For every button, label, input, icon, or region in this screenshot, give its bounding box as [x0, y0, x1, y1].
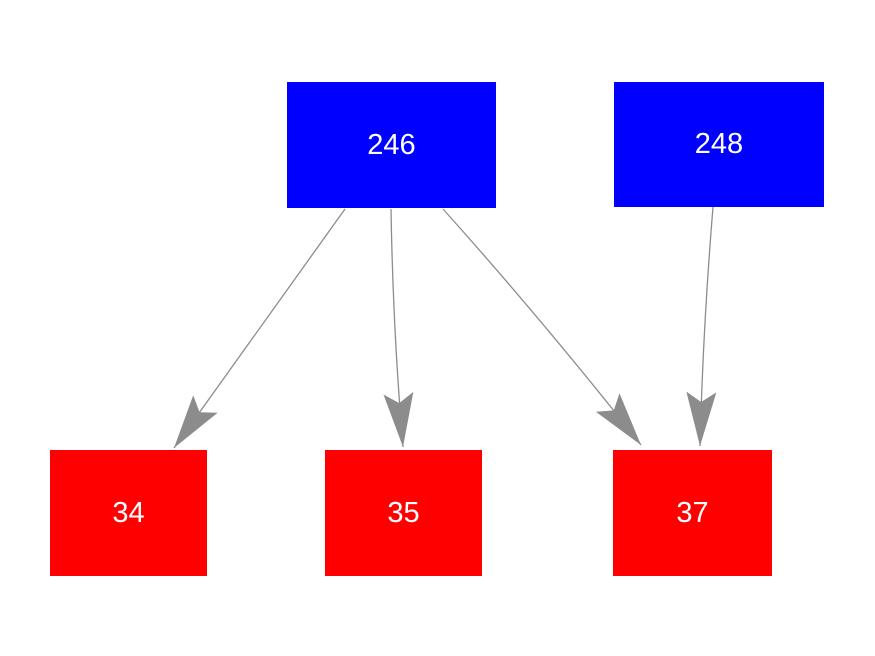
node-35-label: 35 [387, 496, 420, 529]
node-248-label: 248 [694, 128, 744, 160]
edge-246-to-35 [383, 208, 414, 448]
edge-246-to-34 [173, 208, 346, 449]
edges-group [173, 206, 717, 449]
node-246: 246 [287, 82, 496, 208]
edge-248-to-37 [686, 206, 717, 447]
node-35: 35 [325, 450, 482, 576]
node-248: 248 [614, 82, 824, 207]
edge-246-to-37 [442, 208, 642, 446]
node-246-label: 246 [367, 128, 416, 161]
node-34: 34 [50, 450, 207, 576]
node-34-label: 34 [112, 496, 145, 529]
node-37: 37 [613, 450, 772, 576]
node-37-label: 37 [676, 496, 709, 529]
